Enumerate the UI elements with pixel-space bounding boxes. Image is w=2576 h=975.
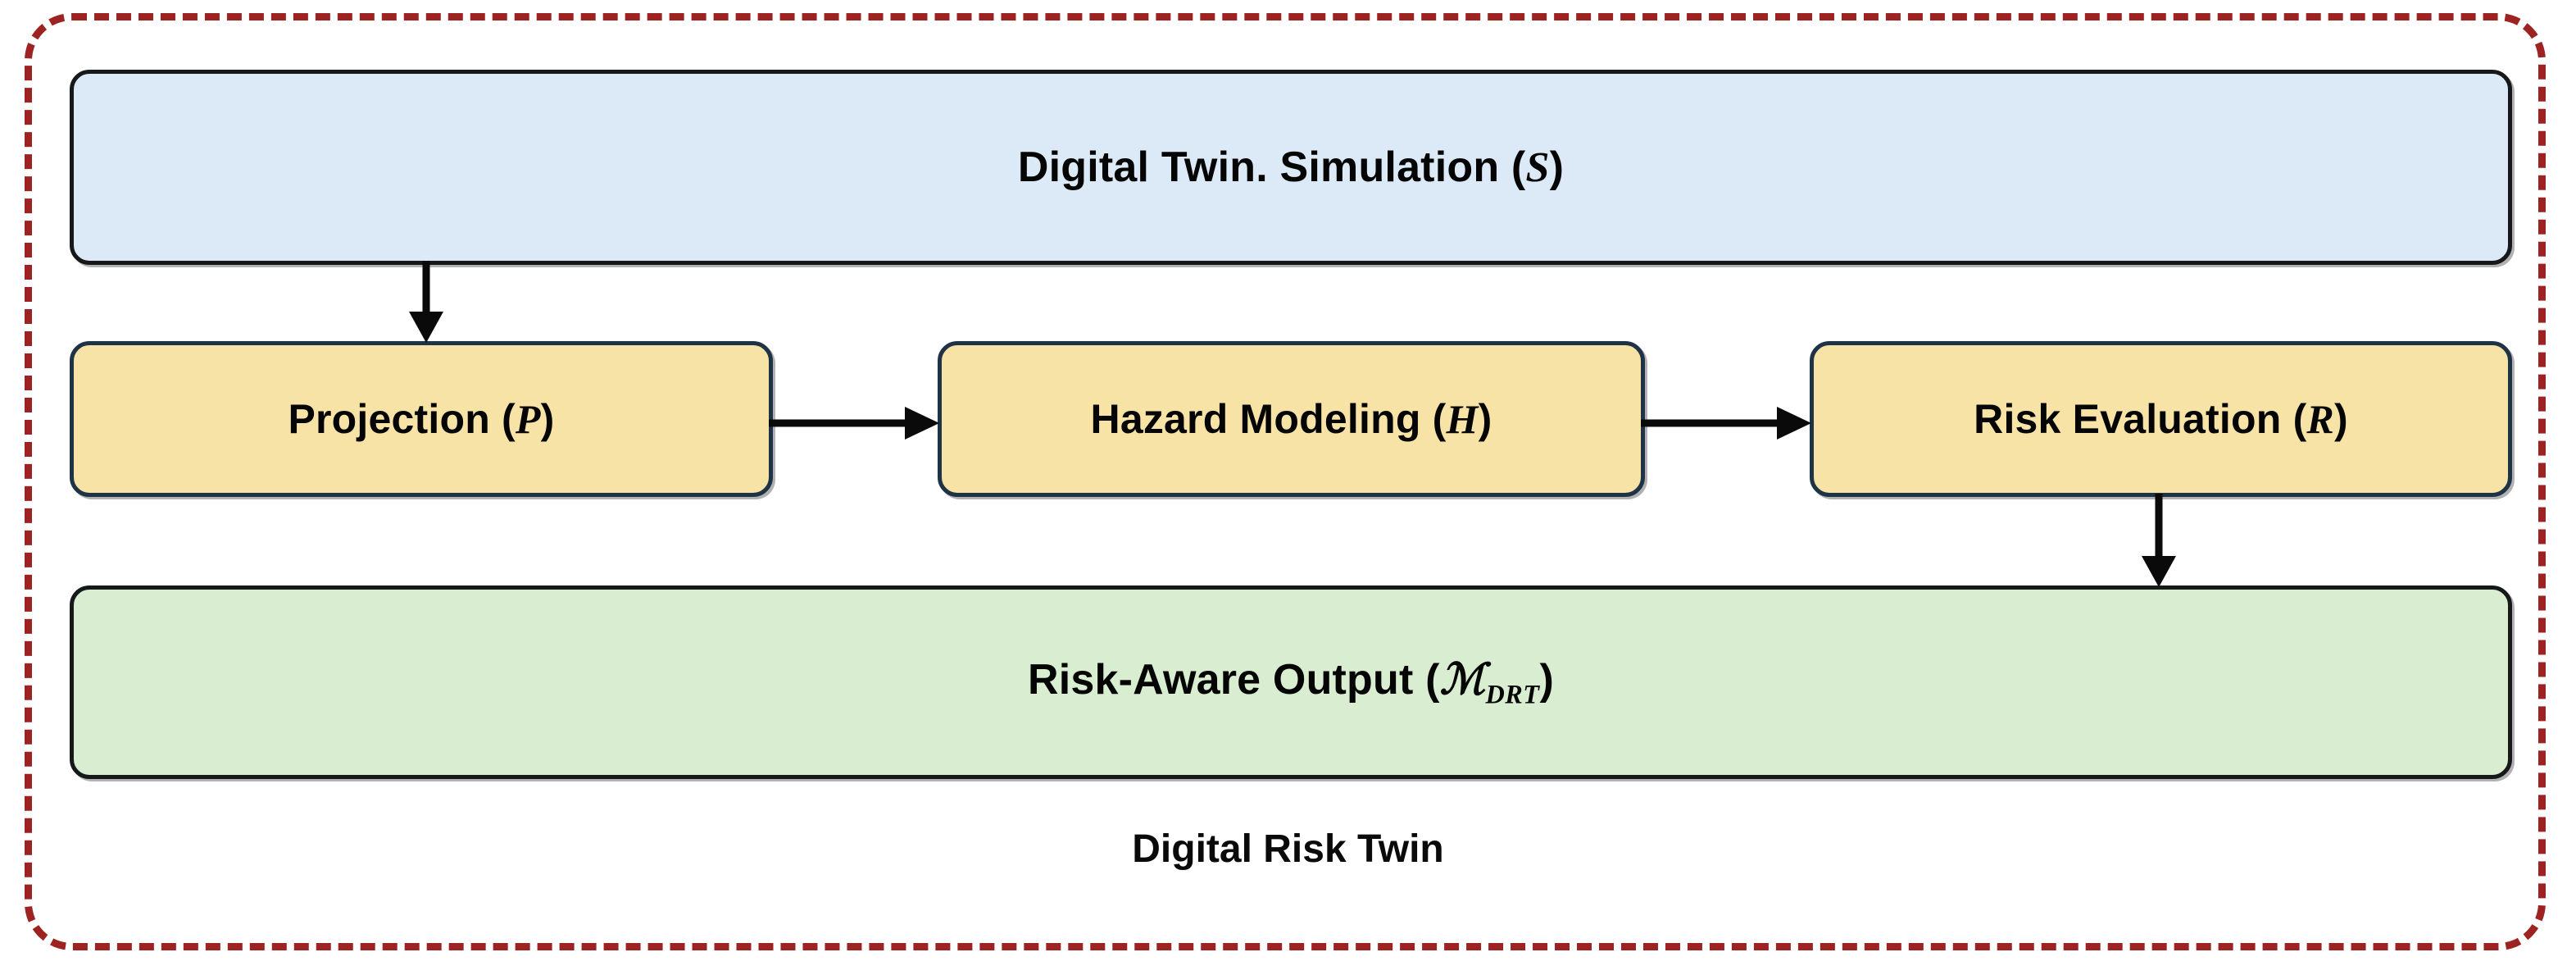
digital-risk-twin-boundary [25, 13, 2546, 950]
node-label-projection: Projection (P) [288, 396, 555, 442]
node-hazard-modeling[interactable]: Hazard Modeling (H) [938, 341, 1645, 497]
arrow-projection-to-hazard [769, 407, 939, 440]
node-projection[interactable]: Projection (P) [70, 341, 773, 497]
node-label-hazard: Hazard Modeling (H) [1090, 396, 1492, 442]
symbol-r: R [2306, 396, 2334, 442]
diagram-caption: Digital Risk Twin [1132, 827, 1444, 871]
symbol-p: P [515, 396, 541, 442]
symbol-subscript-drt: DRT [1485, 679, 1540, 709]
symbol-h: H [1446, 396, 1479, 442]
node-digital-twin-simulation[interactable]: Digital Twin. Simulation (S) [70, 70, 2512, 265]
node-label-simulation: Digital Twin. Simulation (S) [1017, 144, 1565, 191]
arrow-hazard-to-risk [1641, 407, 1811, 440]
symbol-script-m: ℳ [1439, 656, 1486, 704]
node-label-output: Risk-Aware Output (ℳDRT) [1027, 655, 1554, 709]
arrow-risk-to-output [2142, 494, 2176, 587]
node-risk-aware-output[interactable]: Risk-Aware Output (ℳDRT) [70, 585, 2512, 779]
node-label-risk: Risk Evaluation (R) [1974, 396, 2348, 442]
symbol-s: S [1525, 144, 1550, 191]
arrow-simulation-to-projection [409, 261, 443, 343]
node-risk-evaluation[interactable]: Risk Evaluation (R) [1810, 341, 2512, 497]
